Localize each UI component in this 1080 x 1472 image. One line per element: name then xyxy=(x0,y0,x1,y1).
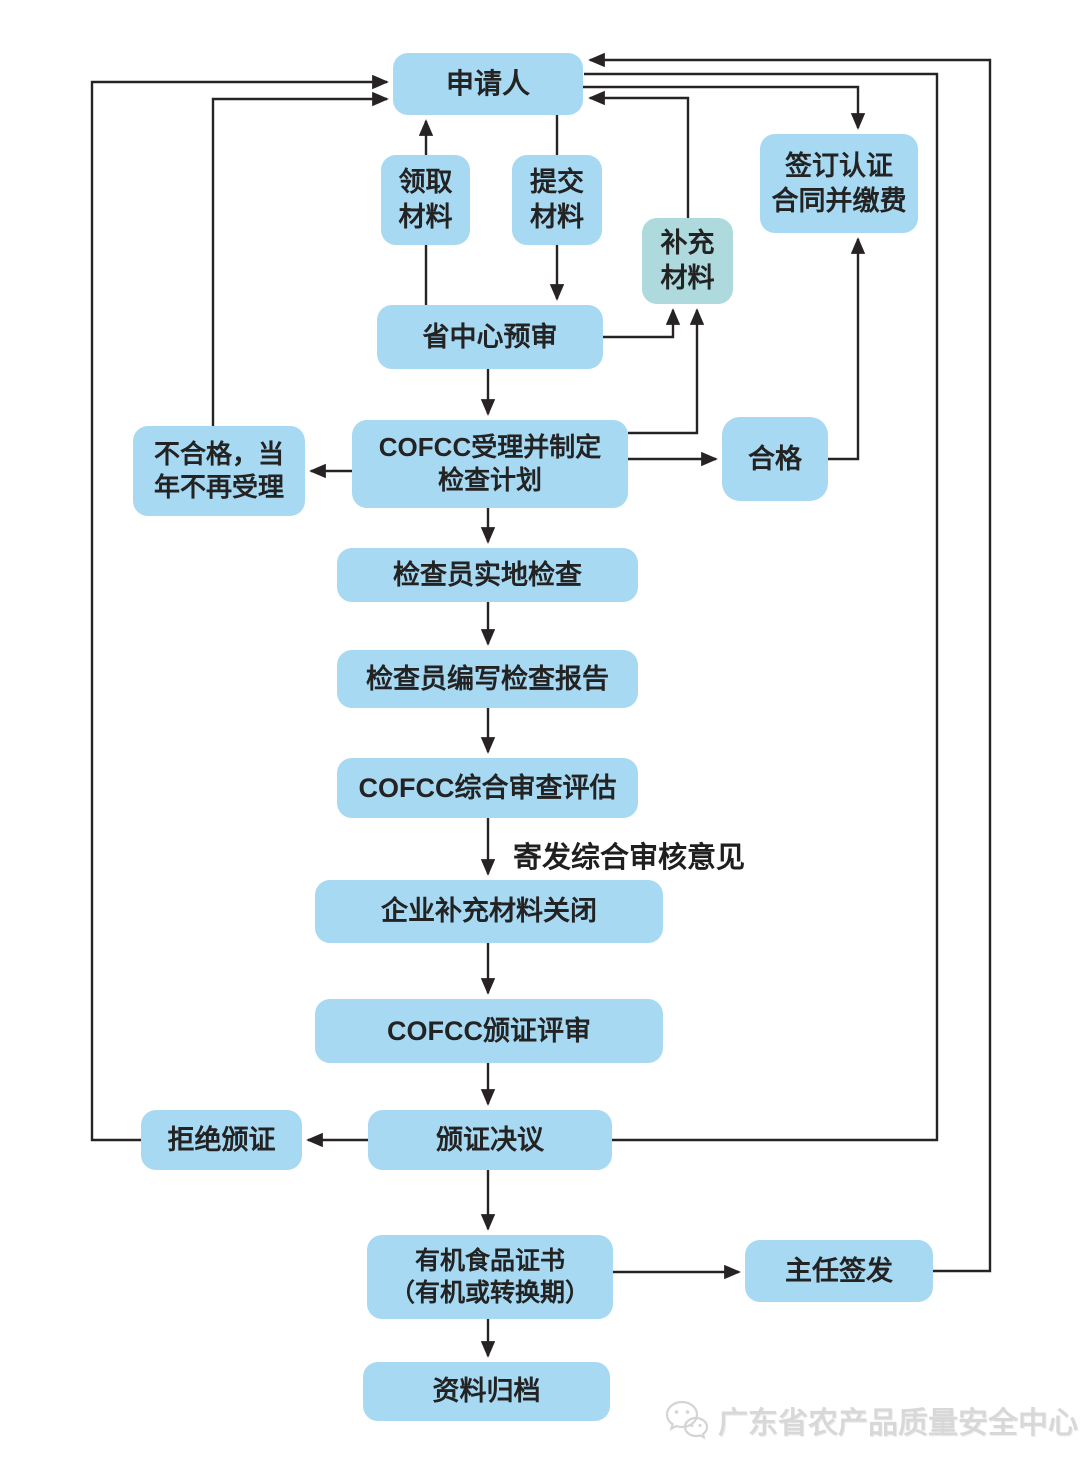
arrow-refuse-to-applicant xyxy=(90,74,389,1142)
wechat-icon xyxy=(665,1400,709,1440)
node-cofcc-review: COFCC综合审查评估 xyxy=(337,758,638,818)
arrow-applicant-to-contract xyxy=(583,85,866,130)
node-cert-review: COFCC颁证评审 xyxy=(315,999,663,1063)
node-applicant: 申请人 xyxy=(393,53,583,115)
node-sign-contract: 签订认证 合同并缴费 xyxy=(760,134,918,233)
node-supplement-materials: 补充 材料 xyxy=(642,218,733,304)
node-submit-materials: 提交 材料 xyxy=(512,155,602,245)
arrow-qualified-to-contract xyxy=(828,237,866,461)
node-unqualified: 不合格，当 年不再受理 xyxy=(133,426,305,516)
node-director-sign: 主任签发 xyxy=(745,1240,933,1302)
node-inspector-site-check: 检查员实地检查 xyxy=(337,548,638,602)
node-cofcc-accept: COFCC受理并制定 检查计划 xyxy=(352,420,628,508)
node-refuse: 拒绝颁证 xyxy=(141,1110,302,1170)
node-qualified: 合格 xyxy=(722,417,828,501)
watermark-text: 广东省农产品质量安全中心 xyxy=(718,1407,1078,1440)
arrow-precheck-to-supplement xyxy=(603,308,681,339)
node-decision: 颁证决议 xyxy=(368,1110,612,1170)
connector-decision-to-applicant xyxy=(584,72,939,1142)
arrow-unqualified-to-applicant xyxy=(211,91,389,426)
watermark: 广东省农产品质量安全中心 xyxy=(664,1398,1078,1442)
arrow-supplement-to-applicant xyxy=(588,90,690,218)
node-precheck: 省中心预审 xyxy=(377,305,603,369)
node-archive: 资料归档 xyxy=(363,1362,610,1421)
node-enterprise-close: 企业补充材料关闭 xyxy=(315,880,663,943)
node-certificate: 有机食品证书 （有机或转换期） xyxy=(367,1235,613,1319)
arrow-director-to-applicant xyxy=(588,52,992,1273)
label-send-review-opinion: 寄发综合审核意见 xyxy=(513,842,746,874)
node-inspector-report: 检查员编写检查报告 xyxy=(337,650,638,708)
node-receive-materials: 领取 材料 xyxy=(381,155,470,245)
arrow-cofcc-accept-to-supplement xyxy=(628,308,705,435)
